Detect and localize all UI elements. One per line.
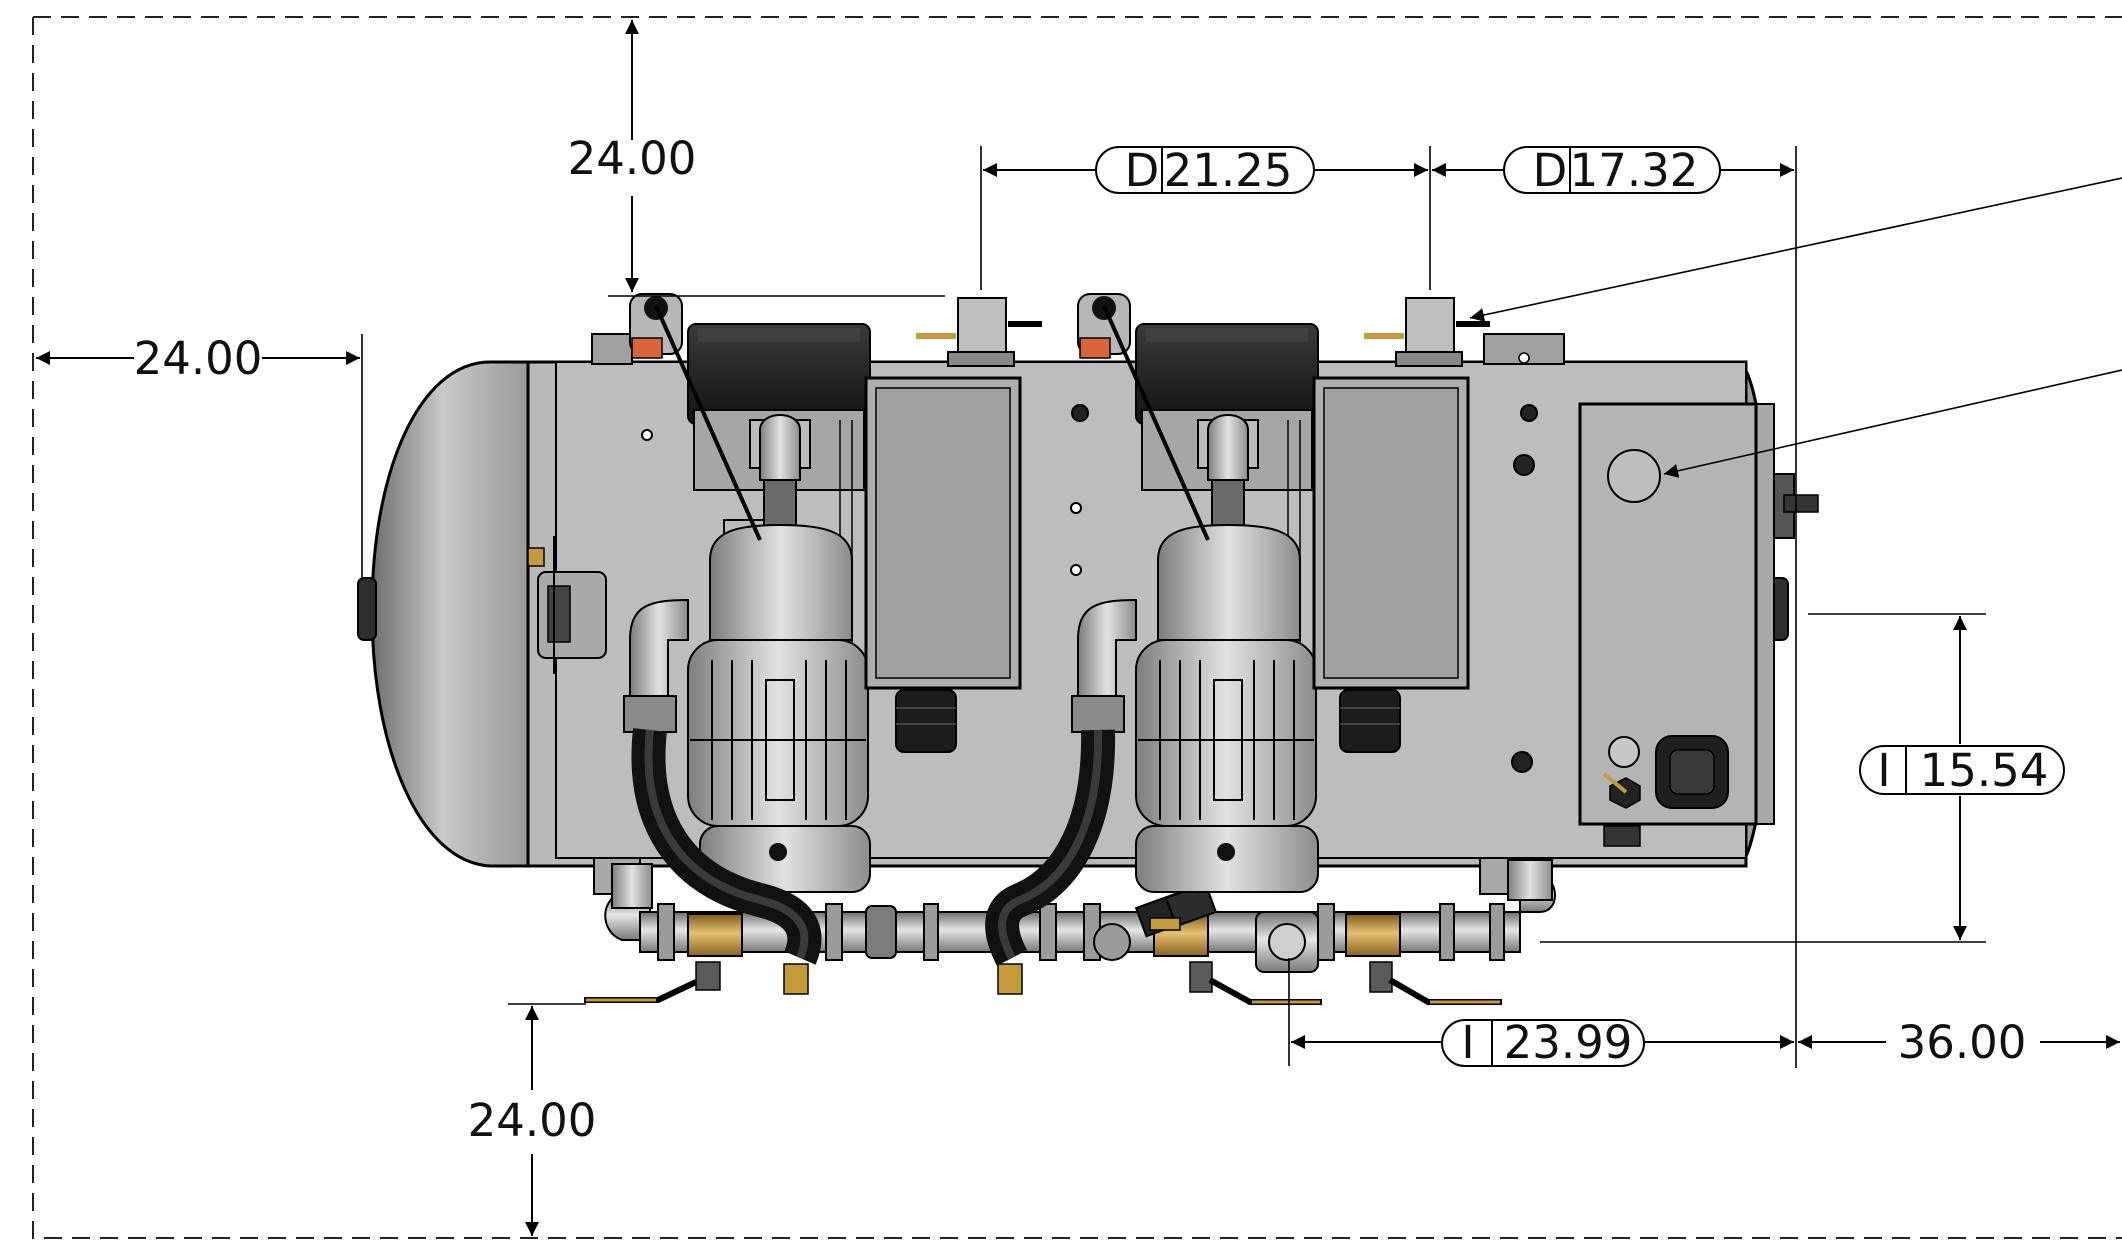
clearance-boundary bbox=[32, 16, 2122, 1239]
dim-spacing-a-tag: D bbox=[1125, 144, 1160, 197]
dim-right-clearance-text: 36.00 bbox=[1898, 1016, 2027, 1069]
dim-width-ref: I 23.99 bbox=[1288, 958, 1794, 1069]
dim-left-clearance: 24.00 bbox=[36, 332, 363, 580]
dim-width-ref-tag: I bbox=[1461, 1016, 1474, 1069]
dim-width-ref-text: 23.99 bbox=[1504, 1016, 1633, 1069]
dim-bottom-clearance: 24.00 bbox=[468, 1003, 597, 1236]
dim-spacing-b-text: 17.32 bbox=[1570, 144, 1699, 197]
dim-height-ref-tag: I bbox=[1877, 744, 1890, 797]
compressor-unit-1 bbox=[623, 293, 1042, 965]
dim-height-ref-text: 15.54 bbox=[1920, 744, 2049, 797]
tank-bracket bbox=[527, 536, 607, 674]
dim-top-clearance-text: 24.00 bbox=[568, 132, 697, 185]
dim-height-ref: I 15.54 bbox=[1540, 613, 2065, 943]
dim-spacing-a-text: 21.25 bbox=[1164, 144, 1293, 197]
leader-line-fitting bbox=[1469, 177, 2122, 322]
dim-top-clearance: 24.00 bbox=[568, 20, 945, 297]
dim-bottom-clearance-text: 24.00 bbox=[468, 1094, 597, 1147]
dim-spacing-b-tag: D bbox=[1533, 144, 1568, 197]
compressor-unit-2 bbox=[985, 293, 1490, 966]
leader-line-control-box bbox=[1663, 369, 2122, 478]
dim-spacing-a: D 21.25 bbox=[980, 144, 1431, 290]
dim-spacing-b: D 17.32 bbox=[1432, 144, 1797, 1068]
dim-left-clearance-text: 24.00 bbox=[134, 332, 263, 385]
dim-right-clearance: 36.00 bbox=[1798, 1016, 2120, 1069]
